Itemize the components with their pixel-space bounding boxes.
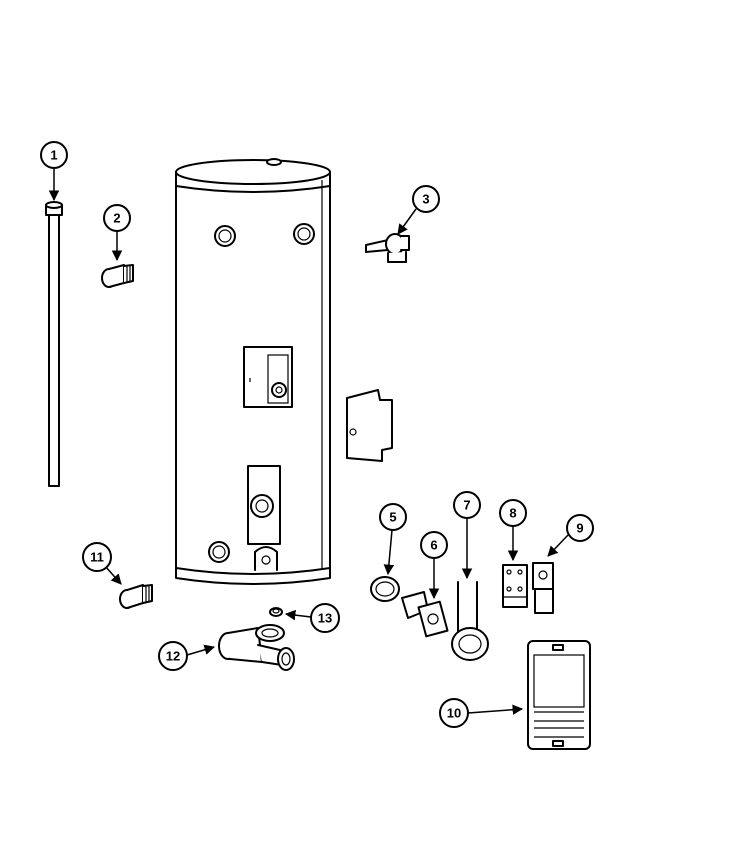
callout-7-label: 7 <box>463 498 470 513</box>
callout-10-label: 10 <box>447 706 461 721</box>
part-10-label-plate <box>527 640 591 750</box>
part-5-gasket <box>370 576 400 602</box>
part-13-washer <box>269 607 283 617</box>
callout-13-label: 13 <box>318 611 332 626</box>
callout-1-label: 1 <box>50 148 57 163</box>
callout-7[interactable]: 7 <box>453 491 481 580</box>
part-7-element <box>451 581 489 661</box>
callout-9[interactable]: 9 <box>547 514 594 557</box>
part-11-fitting <box>119 584 153 609</box>
water-heater-tank <box>175 158 331 585</box>
callout-10[interactable]: 10 <box>439 698 524 728</box>
callout-13[interactable]: 13 <box>284 603 340 633</box>
part-12-drain-valve <box>218 624 295 671</box>
callout-6-label: 6 <box>430 538 437 553</box>
part-6-element <box>401 591 449 638</box>
part-3-valve <box>365 233 410 263</box>
callout-8-label: 8 <box>509 506 516 521</box>
callout-1[interactable]: 1 <box>40 141 68 202</box>
callout-12[interactable]: 12 <box>158 641 216 671</box>
part-1-anode-rod <box>45 201 63 487</box>
part-2-fitting <box>101 264 134 288</box>
callout-5[interactable]: 5 <box>379 503 407 576</box>
callout-11[interactable]: 11 <box>82 542 122 585</box>
callout-6[interactable]: 6 <box>420 531 448 600</box>
callout-8[interactable]: 8 <box>499 499 527 562</box>
callout-11-label: 11 <box>90 550 104 565</box>
callout-3[interactable]: 3 <box>397 185 440 235</box>
callout-3-label: 3 <box>422 192 429 207</box>
callout-2-label: 2 <box>113 211 120 226</box>
cover-plate <box>346 389 393 462</box>
callout-2[interactable]: 2 <box>103 204 131 262</box>
callout-5-label: 5 <box>389 510 396 525</box>
part-9-thermostat <box>532 562 554 614</box>
callout-12-label: 12 <box>166 649 180 664</box>
part-8-thermostat <box>502 564 528 608</box>
callout-9-label: 9 <box>576 521 583 536</box>
